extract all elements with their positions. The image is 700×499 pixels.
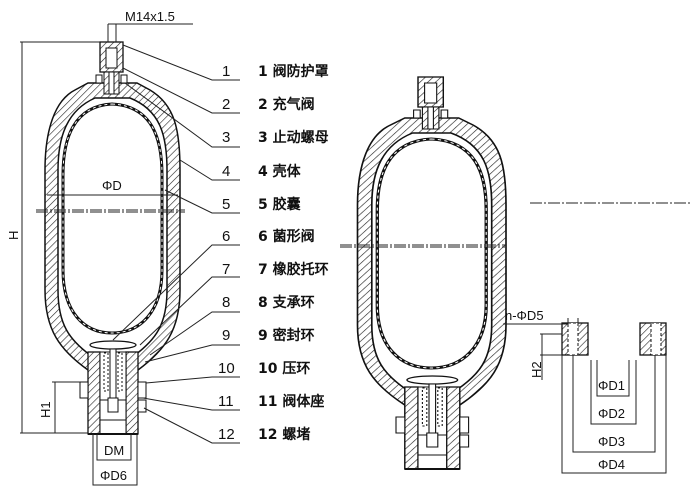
dim-D2: ΦD2 (598, 406, 625, 421)
part-name: 4 壳体 (258, 163, 302, 180)
part-name: 3 止动螺母 (258, 129, 329, 146)
part-number: 8 (222, 294, 230, 311)
accumulator-section-middle (355, 75, 508, 471)
parts-list: 1 1 阀防护罩 2 2 充气阀 3 3 止动螺母 4 4 壳体 5 5 胶囊 … (218, 63, 329, 443)
part-number: 9 (222, 327, 230, 344)
part-name: 2 充气阀 (258, 96, 315, 113)
part-number: 12 (218, 426, 235, 443)
dim-H2: H2 (529, 361, 544, 378)
dim-D: ΦD (102, 178, 122, 193)
thread-label: M14x1.5 (125, 9, 175, 24)
part-number: 1 (222, 63, 230, 80)
part-name: 8 支承环 (258, 294, 315, 311)
part-name: 11 阀体座 (258, 393, 324, 410)
leader-lines (112, 44, 240, 444)
dim-H: H (6, 231, 21, 240)
part-number: 3 (222, 129, 230, 146)
dim-D3: ΦD3 (598, 434, 625, 449)
part-number: 6 (222, 228, 230, 245)
part-number: 5 (222, 196, 230, 213)
part-name: 10 压环 (258, 361, 310, 377)
dim-DM: DM (104, 443, 124, 458)
part-name: 12 螺堵 (258, 426, 310, 443)
part-number: 2 (222, 96, 230, 113)
dim-H1: H1 (38, 401, 53, 418)
dim-D4: ΦD4 (598, 457, 625, 472)
part-name: 6 菌形阀 (258, 228, 315, 245)
part-number: 4 (222, 163, 230, 180)
dim-D1: ΦD1 (598, 378, 625, 393)
dim-D6: ΦD6 (100, 468, 127, 483)
part-number: 11 (218, 393, 234, 410)
part-name: 5 胶囊 (258, 196, 302, 213)
part-number: 7 (222, 261, 230, 278)
accumulator-section-left (43, 40, 182, 436)
part-name: 1 阀防护罩 (258, 63, 329, 80)
part-name: 9 密封环 (258, 327, 315, 344)
dim-D5: n-ΦD5 (505, 308, 544, 323)
part-name: 7 橡胶托环 (258, 261, 329, 278)
flange-detail-view (540, 0, 682, 374)
part-number: 10 (218, 360, 235, 377)
